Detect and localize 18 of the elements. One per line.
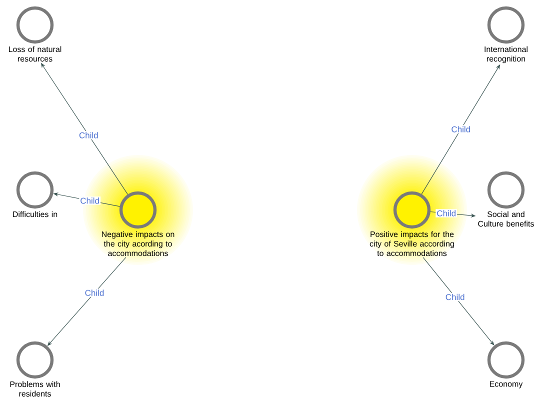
edge-label: Child (79, 132, 98, 138)
node-label: Difficulties in (13, 211, 58, 218)
node-label: International recognition (484, 46, 528, 64)
node-label: Economy (490, 381, 523, 388)
node-label: Problems with residents (10, 381, 60, 397)
edge-label: Child (437, 210, 456, 216)
edge-label: Child (446, 294, 464, 300)
edge-label: Child (80, 198, 99, 204)
edge-label: Child (452, 126, 470, 132)
circle-node: International recognition (484, 6, 528, 64)
circle-node: Difficulties in (13, 171, 58, 218)
circle-node: Social and Culture benefits (478, 171, 534, 227)
node-label: Loss of natural resources (8, 46, 62, 62)
node-label: Social and Culture benefits (478, 211, 534, 227)
circle-node: Problems with residents (10, 341, 60, 397)
edge-label: Child (85, 290, 104, 296)
circle-node: Loss of natural resources (8, 6, 62, 62)
circle-node: Economy (487, 341, 525, 388)
